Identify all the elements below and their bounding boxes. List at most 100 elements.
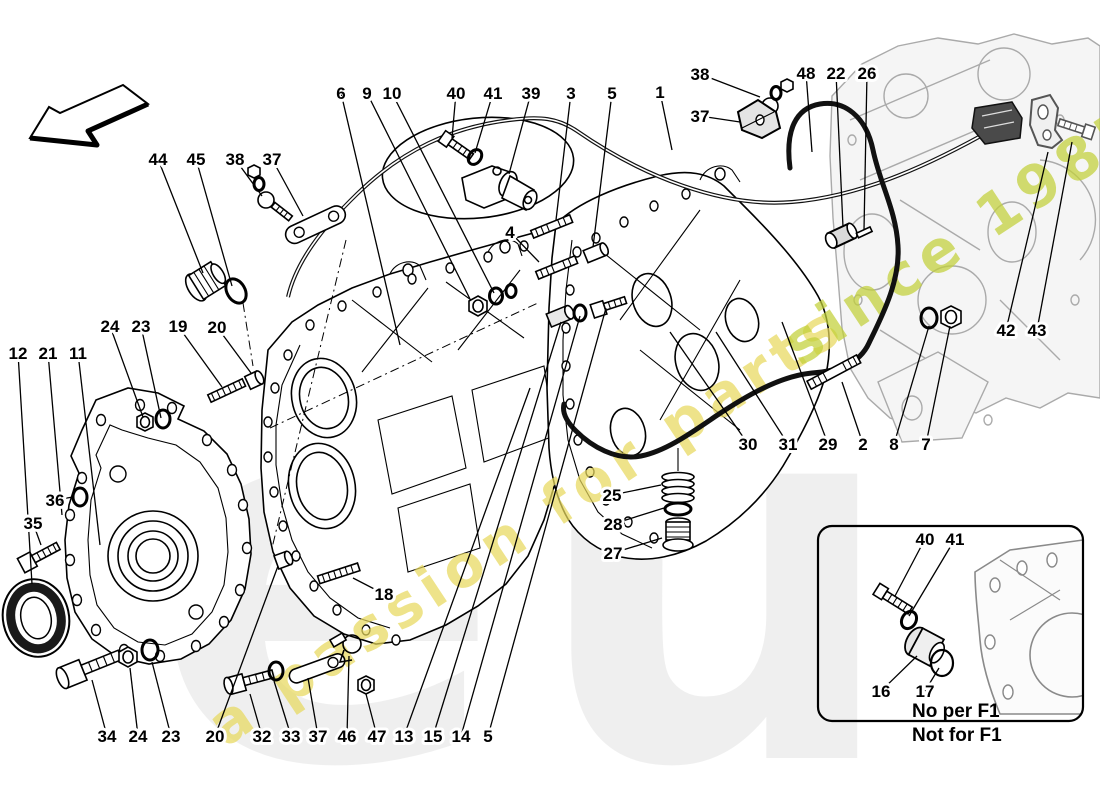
main-leader-38 xyxy=(699,73,761,98)
main-leader-11 xyxy=(77,352,101,546)
main-callout-14: 14 xyxy=(452,727,471,746)
inset-callout-16: 16 xyxy=(872,682,891,701)
inset-ghost-flange xyxy=(974,539,1083,715)
main-callout-37: 37 xyxy=(691,107,710,126)
socket-bolt xyxy=(55,649,123,690)
main-leader-22 xyxy=(835,72,844,228)
bolt xyxy=(16,541,62,574)
bushing xyxy=(582,242,610,264)
main-callout-10: 10 xyxy=(383,84,402,103)
main-leader-24 xyxy=(109,325,144,418)
main-leader-28 xyxy=(612,507,665,525)
main-callout-7: 7 xyxy=(921,435,930,454)
main-callout-32: 32 xyxy=(253,727,272,746)
main-leader-30 xyxy=(669,331,749,445)
main-callout-38: 38 xyxy=(226,150,245,169)
main-callout-22: 22 xyxy=(827,64,846,83)
main-leader-47 xyxy=(365,693,378,737)
washer xyxy=(488,286,504,306)
main-callout-36: 36 xyxy=(46,491,65,510)
nut xyxy=(118,646,138,668)
stud xyxy=(316,562,361,585)
plug xyxy=(184,260,227,302)
main-callout-37: 37 xyxy=(263,150,282,169)
plug xyxy=(662,517,694,552)
main-callout-15: 15 xyxy=(424,727,443,746)
main-leader-20 xyxy=(216,326,252,374)
main-leader-41 xyxy=(474,92,494,154)
main-leader-14 xyxy=(460,315,581,737)
spacer xyxy=(243,370,265,391)
washer xyxy=(466,148,484,166)
main-callout-31: 31 xyxy=(779,435,798,454)
housing-bolt-holes xyxy=(263,240,529,646)
gearbox-housing xyxy=(260,227,581,646)
main-leader-5 xyxy=(487,307,607,737)
stud xyxy=(206,377,247,404)
main-callout-19: 19 xyxy=(169,317,188,336)
spacer xyxy=(273,550,294,570)
washer xyxy=(663,501,693,517)
inset-callout-40: 40 xyxy=(916,530,935,549)
socket-bolt xyxy=(223,668,275,696)
main-callout-30: 30 xyxy=(739,435,758,454)
main-callout-23: 23 xyxy=(162,727,181,746)
main-leader-40 xyxy=(451,92,457,139)
washer xyxy=(504,283,518,299)
main-callout-5: 5 xyxy=(483,727,492,746)
main-callout-1: 1 xyxy=(655,83,664,102)
main-leader-35 xyxy=(32,522,42,546)
socket-bolt xyxy=(589,295,628,320)
main-callout-35: 35 xyxy=(24,514,43,533)
main-leader-23 xyxy=(140,325,162,419)
bolt xyxy=(437,129,475,161)
main-callout-24: 24 xyxy=(101,317,120,336)
bracket xyxy=(284,205,347,245)
main-callout-41: 41 xyxy=(484,84,503,103)
main-leader-13 xyxy=(403,387,531,737)
main-leader-39 xyxy=(508,92,532,175)
bracket xyxy=(736,98,782,140)
washer xyxy=(572,303,588,323)
main-leader-37 xyxy=(271,158,304,217)
main-callout-13: 13 xyxy=(395,727,414,746)
speed-sensor xyxy=(461,165,538,212)
main-leader-44 xyxy=(157,158,204,274)
main-leader-46 xyxy=(346,655,350,737)
nut xyxy=(940,305,962,329)
inset-border xyxy=(816,524,1085,723)
main-callout-26: 26 xyxy=(858,64,877,83)
bolt xyxy=(1056,117,1097,141)
pin xyxy=(855,225,874,239)
main-callout-20: 20 xyxy=(206,727,225,746)
sensor-o-ring xyxy=(381,116,575,220)
main-leader-9 xyxy=(366,92,471,300)
main-callout-8: 8 xyxy=(889,435,898,454)
inset-leader-16 xyxy=(880,655,918,692)
main-callout-18: 18 xyxy=(375,585,394,604)
clamp xyxy=(328,631,362,664)
inset-leader-40 xyxy=(894,538,926,597)
main-leader-7 xyxy=(925,325,951,445)
main-leader-21 xyxy=(47,352,63,516)
main-callout-24: 24 xyxy=(129,727,148,746)
main-callout-5: 5 xyxy=(607,84,616,103)
main-callout-9: 9 xyxy=(362,84,371,103)
inset-leader-17 xyxy=(924,667,940,692)
main-leader-45 xyxy=(195,158,233,287)
inset-o-ring xyxy=(929,648,955,678)
main-leader-48 xyxy=(805,72,813,153)
main-callout-38: 38 xyxy=(691,65,710,84)
main-leader-32 xyxy=(249,693,263,737)
main-leader-5 xyxy=(592,92,613,248)
main-callout-43: 43 xyxy=(1028,321,1047,340)
main-callout-23: 23 xyxy=(132,317,151,336)
sensor-cable xyxy=(286,101,1023,298)
main-leader-36 xyxy=(54,496,74,501)
main-callout-45: 45 xyxy=(187,150,206,169)
main-leader-37 xyxy=(699,115,741,123)
main-leader-27 xyxy=(612,537,663,554)
construction-lines xyxy=(242,239,541,549)
